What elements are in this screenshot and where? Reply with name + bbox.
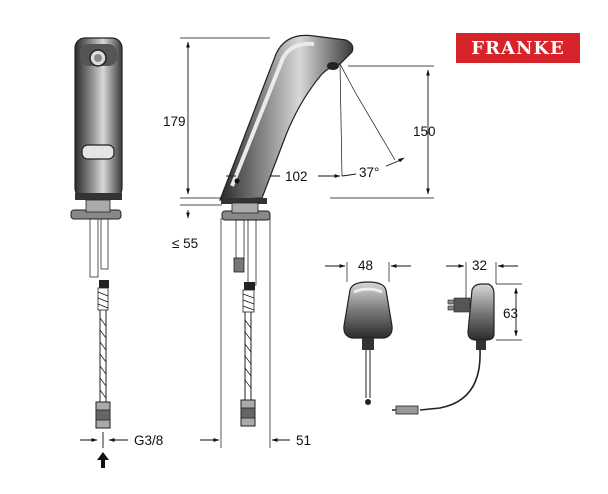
reach-102-dimension: 102	[226, 168, 341, 184]
angle-37-label: 37°	[359, 165, 379, 180]
sensor-box-width-label: 48	[358, 258, 373, 273]
sensor-box: 48	[325, 258, 411, 405]
base-width-label: 51	[296, 433, 311, 448]
thread-label: G3/8	[134, 433, 163, 448]
base-width-dimension: 51	[200, 218, 311, 448]
height-150-label: 150	[413, 124, 436, 139]
deck-thickness-dimension: ≤ 55	[172, 204, 222, 251]
franke-logo: FRANKE	[456, 33, 580, 63]
adapter-width-label: 32	[472, 258, 487, 273]
adapter-height-label: 63	[503, 306, 518, 321]
height-179-label: 179	[163, 114, 186, 129]
arrow-up-icon	[97, 452, 109, 468]
side-view	[219, 34, 396, 427]
front-view	[70, 37, 123, 448]
height-150-dimension: 150	[330, 65, 436, 199]
height-179-dimension: 179	[163, 37, 270, 199]
power-adapter: 32 63	[392, 258, 522, 415]
logo-text: FRANKE	[471, 37, 565, 59]
angle-37-dimension: 37°	[341, 157, 405, 180]
reach-102-label: 102	[285, 169, 308, 184]
thread-dimension: G3/8	[80, 433, 163, 468]
outlet-icon	[81, 144, 115, 160]
deck-thickness-label: ≤ 55	[172, 236, 198, 251]
